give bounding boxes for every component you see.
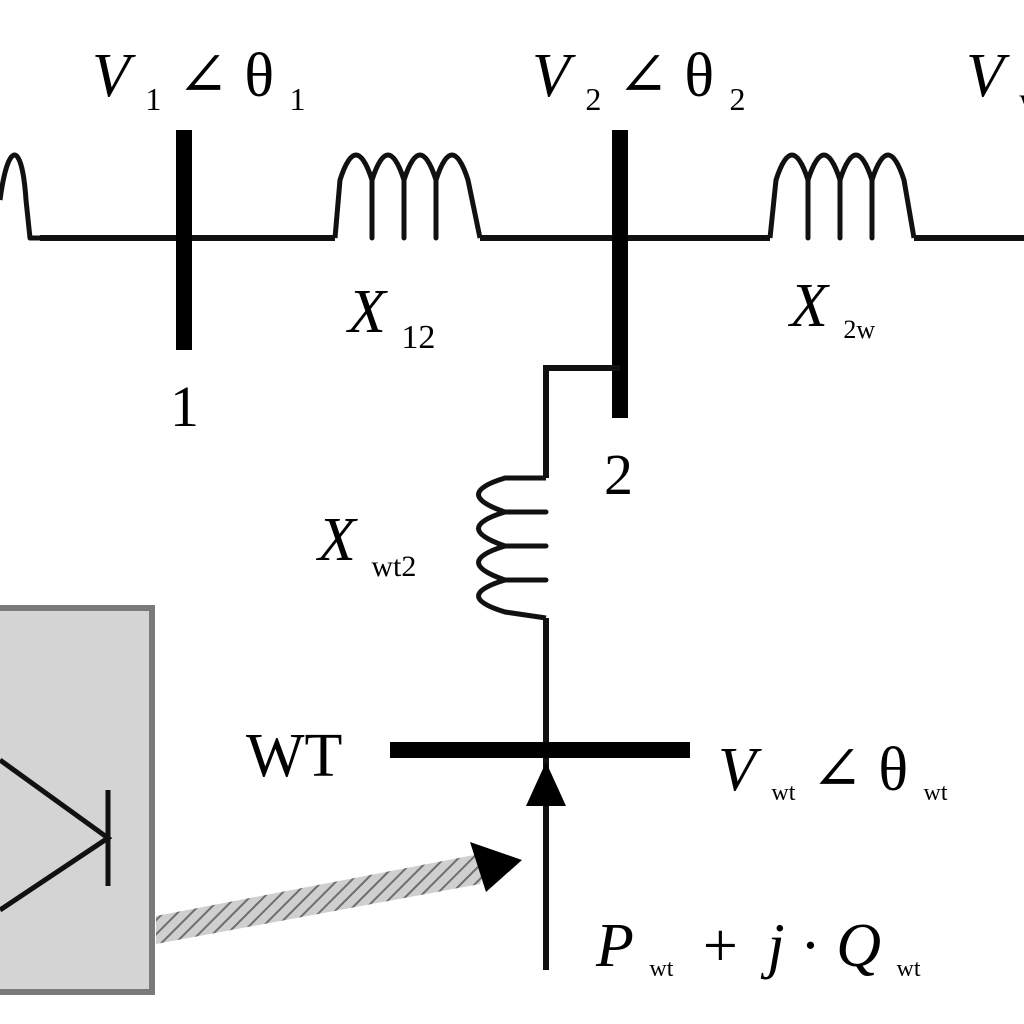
x12-symbol: X [345,278,388,346]
wt-voltage-symbol: V [718,736,762,804]
left-reactance-coil [0,152,42,241]
x12-coil [332,152,483,241]
bus1-angle-symbol: ∠ [177,42,229,110]
wt-bus-name: WT [246,722,342,790]
injection-p-sub: wt [649,956,673,982]
xwt2-symbol: X [315,506,358,574]
injection-dot: · [800,912,821,980]
x2w-sub: 2w [843,315,875,344]
wt-angle-symbol: ∠ [811,736,863,804]
bus2-voltage-sub: 2 [585,81,601,117]
injection-q: Q [836,912,881,980]
bus3-voltage-sub: w [1019,81,1024,117]
bus3-voltage-symbol: V [966,42,1010,110]
svg-text:P wt + j ·: P wt + j · Q wt [595,912,921,990]
bus1-theta: θ [244,42,274,110]
svg-text:X 2w: X 2w [787,272,875,344]
injection-q-sub: wt [897,956,921,982]
x2w-symbol: X [787,272,830,340]
control-signal-arrow [156,852,490,944]
svg-text:X 12: X 12 [345,278,435,356]
bus2-theta-sub: 2 [730,81,746,117]
bus2-voltage-symbol: V [532,42,576,110]
bus1-voltage-symbol: V [92,42,136,110]
xwt2-sub: wt2 [371,550,416,583]
wire-bus2-to-xwt2 [543,365,620,478]
svg-text:V wt ∠ θ wt: V wt ∠ θ wt [718,736,948,814]
bus2-theta: θ [684,42,714,110]
svg-text:V 1 ∠ θ 1: V 1 ∠ θ 1 [92,42,306,124]
injection-j: j [760,912,784,980]
wt-voltage-sub: wt [771,780,795,806]
control-signal-arrow-head [470,842,522,892]
bus1-number: 1 [170,374,199,439]
injection-plus: + [703,912,738,980]
bus2-angle-symbol: ∠ [617,42,669,110]
svg-text:V 2 ∠ θ 2: V 2 ∠ θ 2 [532,42,746,124]
injection-p: P [595,912,634,980]
wt-theta: θ [878,736,908,804]
bus1-voltage-sub: 1 [145,81,161,117]
injection-arrow-head [526,762,566,806]
xwt2-coil [476,475,549,621]
x2w-coil [767,152,917,241]
generator-symbol [0,757,113,913]
svg-text:V w: V w [966,42,1024,117]
svg-text:X wt2: X wt2 [315,506,416,583]
bus2-number: 2 [604,442,633,507]
generator-box [0,605,155,995]
wt-theta-sub: wt [924,780,948,806]
x12-sub: 12 [401,319,435,356]
bus1-theta-sub: 1 [290,81,306,117]
